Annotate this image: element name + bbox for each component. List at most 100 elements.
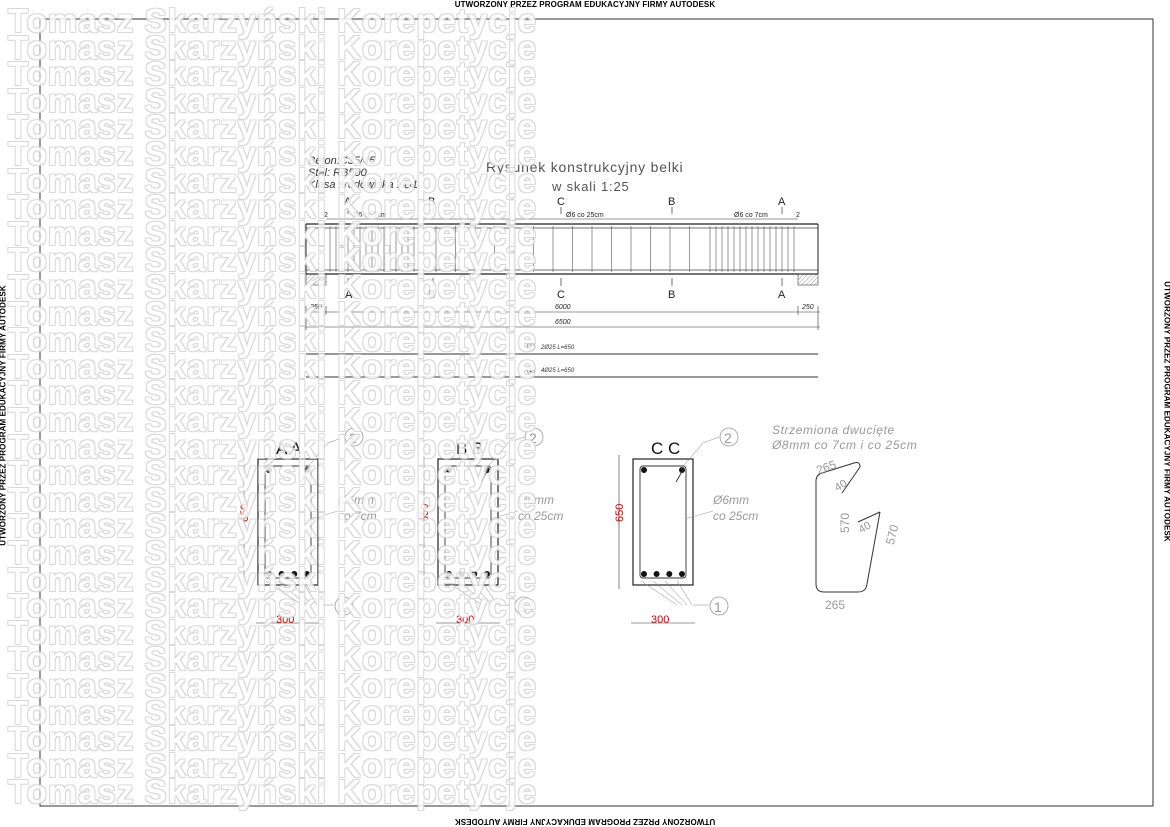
mark-circle-bottom <box>514 596 534 616</box>
leader-bottom <box>301 580 318 606</box>
zone-left-label: Ø6 co 7cm <box>353 212 387 219</box>
leader-top-2 <box>507 436 525 444</box>
section-mark-bottom-2: B <box>428 289 435 301</box>
rebar-bottom <box>458 571 465 577</box>
mark-top: 2 <box>349 430 357 446</box>
cover-right: 2 <box>796 212 800 219</box>
stirrup-dim-bottom: 265 <box>825 598 845 612</box>
section-stirrup <box>639 465 687 579</box>
leader-bottom <box>481 580 498 606</box>
section-mark-bottom-1: A <box>345 289 353 301</box>
zone-mid-label: Ø6 co 25cm <box>566 212 604 219</box>
stirrup-dim-top: 265 <box>814 457 838 477</box>
steel-class: Stal: RB500 <box>308 167 368 179</box>
rebar-bottom <box>446 571 452 577</box>
dim-support-right: 250 <box>801 304 814 311</box>
stirrup-label: Ø6mm <box>712 493 749 507</box>
stirrup-dim-hook1: 40 <box>833 478 850 495</box>
mark-bottom: 1 <box>519 599 527 615</box>
section-outline <box>437 458 499 586</box>
materials-block: Beton:C35/45 Stal: RB500 Klasa środowisk… <box>308 155 418 191</box>
rebar-bottom <box>641 571 647 577</box>
stirrup-detail-title-2: Ø8mm co 7cm i co 25cm <box>771 438 917 452</box>
sheet-border <box>39 18 1154 807</box>
rebar-bottom <box>679 571 685 577</box>
rebar-bottom <box>666 571 673 577</box>
stirrup-label: Ø6mm <box>517 493 554 507</box>
drawing-scale: w skali 1:25 <box>551 179 630 194</box>
elevation-dimensions <box>304 306 820 330</box>
stirrup-dim-left: 570 <box>838 513 852 533</box>
mark-circle-top <box>344 427 364 447</box>
bar-mark-circle-2 <box>526 342 536 352</box>
bar-mark-circle-1 <box>526 365 536 375</box>
section-title: A A <box>276 439 302 458</box>
rebar-bottom <box>291 571 298 577</box>
drawing-title: Rysunek konstrukcyjny belki <box>486 159 683 175</box>
support-right <box>797 273 819 286</box>
leader-top <box>680 442 704 470</box>
leader-top <box>485 442 509 470</box>
leader-bottom <box>652 580 683 606</box>
leader-bottom <box>289 580 313 606</box>
bar-mark-1: 1 <box>529 368 533 374</box>
bar-schedule: 2 2Ø25 L=650 1 4Ø25 L=650 <box>306 342 818 378</box>
dim-width: 300 <box>276 614 294 626</box>
leader-stirrup <box>309 510 339 520</box>
section-mark-top-1: A <box>344 196 352 208</box>
dim-height: 650 <box>239 504 251 522</box>
leader-bottom <box>664 580 688 606</box>
mark-circle-bottom <box>709 596 729 616</box>
section-outline <box>632 458 694 586</box>
stirrup-lines <box>329 226 795 272</box>
dim-total: 6500 <box>555 319 571 326</box>
leader-bottom <box>277 580 308 606</box>
section-stirrup <box>264 465 312 579</box>
leader-bottom <box>265 580 303 606</box>
section-mark-top-2: B <box>428 196 435 208</box>
mark-circle-top <box>524 427 544 447</box>
leader-bottom <box>469 580 493 606</box>
mark-circle-bottom <box>334 596 354 616</box>
dim-height: 650 <box>614 504 626 522</box>
stirrup-spacing: co 7cm <box>338 509 377 523</box>
stirrup-hook <box>857 511 881 523</box>
zone-right-label: Ø6 co 7cm <box>734 212 768 219</box>
leader-stirrup <box>489 510 519 520</box>
dim-support-left: 250 <box>309 304 322 311</box>
rebar-bottom <box>653 571 660 577</box>
rebar-top <box>641 467 647 473</box>
mark-top: 2 <box>724 430 732 446</box>
rebar-top <box>266 467 272 473</box>
leader-bottom <box>457 580 488 606</box>
dim-width: 300 <box>651 614 669 626</box>
dim-span: 6000 <box>555 304 571 311</box>
section-mark-top-4: B <box>668 196 675 208</box>
rebar-bottom <box>278 571 285 577</box>
stirrup-detail-title-1: Strzemiona dwucięte <box>772 423 895 437</box>
stirrup-label: Ø6mm <box>337 493 374 507</box>
section-stirrup <box>444 465 492 579</box>
edu-banner-top: UTWORZONY PRZEZ PROGRAM EDUKACYJNY FIRMY… <box>454 0 716 9</box>
stirrup-dim-hook2: 40 <box>857 520 874 537</box>
rebar-top <box>446 467 452 473</box>
dim-height: 650 <box>419 504 431 522</box>
section-outline <box>257 458 319 586</box>
stirrup-hook-line <box>675 467 685 483</box>
support-left <box>305 273 327 286</box>
bar-mark-2: 2 <box>529 345 533 351</box>
exposure-class: Klasa środowiska XD1 <box>308 179 418 191</box>
section-mark-top-5: A <box>778 196 786 208</box>
concrete-class: Beton:C35/45 <box>308 155 376 167</box>
stirrup-spacing: co 25cm <box>713 509 758 523</box>
rebar-bottom <box>266 571 272 577</box>
section-mark-top-3: C <box>557 196 565 208</box>
leader-bottom <box>676 580 693 606</box>
cover-left: 2 <box>324 212 328 219</box>
stirrup-dim-right: 570 <box>883 523 902 546</box>
leader-stirrup <box>684 510 714 520</box>
leader-bottom <box>445 580 483 606</box>
